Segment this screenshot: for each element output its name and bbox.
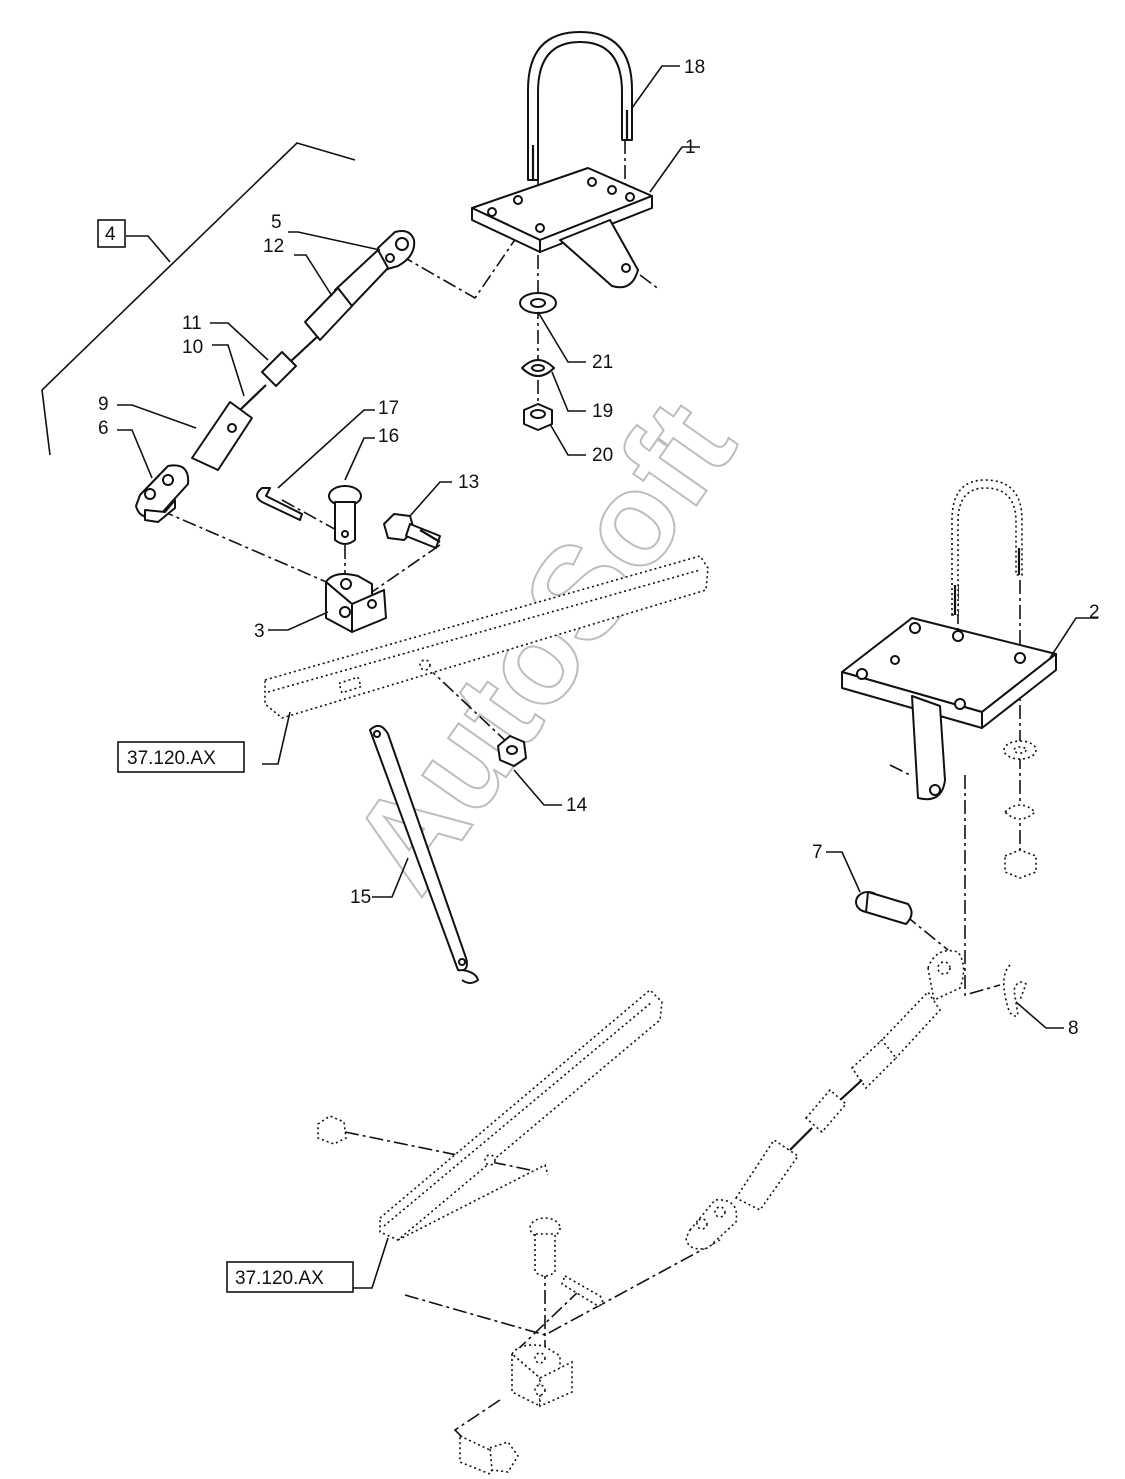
- turnbuckle-assembly: [135, 230, 416, 523]
- clevis-block-3: [325, 573, 387, 633]
- callout-numbers: 18 1 2 5 12 11 10 9 6 17 16 13 3 21 19 2…: [98, 57, 1100, 1039]
- clevis-block-lower-ghost: [510, 1344, 573, 1408]
- callout-8: 8: [1068, 1018, 1079, 1039]
- u-bolt-ghost: [951, 479, 1023, 616]
- clevis-pin-lower-ghost: [529, 1217, 561, 1277]
- callout-9: 9: [98, 394, 109, 415]
- washer-ghost: [1003, 740, 1037, 760]
- callout-3: 3: [254, 621, 265, 642]
- frame-beam-upper: [264, 555, 709, 719]
- reference-box-lower[interactable]: 37.120.AX: [226, 1237, 389, 1293]
- callout-12: 12: [263, 236, 284, 257]
- callout-6: 6: [98, 418, 109, 439]
- group-4-label: 4: [105, 224, 116, 245]
- callout-17: 17: [378, 398, 399, 419]
- clevis-pin-16: [328, 485, 362, 545]
- reference-box-upper[interactable]: 37.120.AX: [117, 711, 291, 773]
- callout-11: 11: [182, 313, 202, 334]
- hair-pin-8: [1002, 964, 1027, 1017]
- bracket-1: [471, 167, 653, 289]
- callout-15: 15: [350, 887, 371, 908]
- nut-lower-ghost: [317, 1115, 347, 1145]
- reference-label: 37.120.AX: [235, 1268, 324, 1289]
- nut-20: [523, 403, 553, 431]
- callout-16: 16: [378, 426, 399, 447]
- lock-washer-ghost: [1003, 804, 1037, 820]
- callout-19: 19: [592, 401, 613, 422]
- nut-ghost: [1004, 849, 1037, 879]
- bracket-2: [841, 617, 1057, 801]
- pin-7: [855, 891, 913, 925]
- center-lines: [159, 140, 1021, 1446]
- callout-10: 10: [182, 337, 203, 358]
- callout-1: 1: [685, 137, 696, 158]
- cotter-pin-17: [256, 487, 303, 521]
- turnbuckle-ghost: [685, 949, 965, 1250]
- strap-15: [369, 724, 479, 984]
- reference-label: 37.120.AX: [127, 748, 216, 769]
- bolt-13: [383, 513, 441, 549]
- washer-21: [519, 292, 557, 314]
- bolt-lower-ghost: [459, 1434, 519, 1476]
- callout-14: 14: [566, 795, 588, 816]
- callout-13: 13: [458, 472, 479, 493]
- callout-leaders: [117, 65, 1098, 1029]
- frame-beam-lower: [379, 988, 663, 1241]
- cotter-pin-lower-ghost: [561, 1274, 604, 1307]
- callout-18: 18: [684, 57, 705, 78]
- callout-20: 20: [592, 445, 613, 466]
- group-4-bracket: 4: [41, 142, 356, 456]
- callout-21: 21: [592, 352, 613, 373]
- u-bolt-18: [527, 31, 633, 181]
- lock-washer-19: [521, 359, 555, 377]
- callout-2: 2: [1089, 602, 1100, 623]
- nut-14: [497, 735, 527, 767]
- callout-7: 7: [812, 842, 823, 863]
- callout-5: 5: [271, 212, 282, 233]
